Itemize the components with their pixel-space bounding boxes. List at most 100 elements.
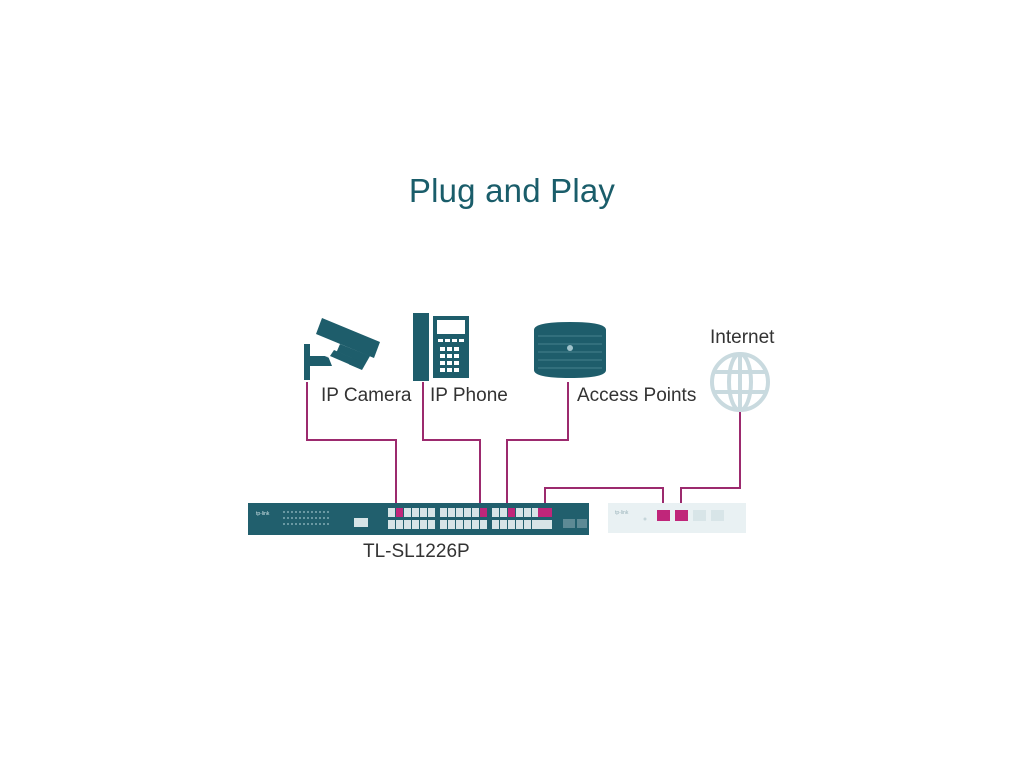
switch-port	[508, 508, 515, 517]
switch-brand-logo: tp-link	[256, 511, 270, 517]
router-port	[657, 510, 670, 521]
switch-port	[428, 508, 435, 517]
switch-port	[516, 520, 523, 529]
switch-device: tp-link	[248, 503, 589, 535]
switch-port	[388, 520, 395, 529]
switch-led	[307, 511, 309, 513]
switch-led	[323, 517, 325, 519]
switch-port	[538, 520, 552, 529]
switch-model-label: TL-SL1226P	[363, 541, 470, 562]
switch-led	[315, 511, 317, 513]
switch-led	[283, 511, 285, 513]
switch-port	[472, 520, 479, 529]
switch-port	[500, 520, 507, 529]
ip-camera-icon	[304, 318, 380, 380]
switch-led	[303, 517, 305, 519]
switch-port	[480, 508, 487, 517]
ip-camera-label: IP Camera	[321, 385, 412, 406]
switch-led	[319, 517, 321, 519]
switch-sfp-port	[563, 519, 575, 528]
switch-led	[295, 517, 297, 519]
switch-port	[456, 508, 463, 517]
switch-port	[516, 508, 523, 517]
switch-led	[311, 511, 313, 513]
switch-port	[396, 508, 403, 517]
switch-port	[472, 508, 479, 517]
switch-port	[464, 520, 471, 529]
switch-ports	[388, 508, 552, 529]
switch-led	[323, 523, 325, 525]
switch-led	[327, 517, 329, 519]
switch-led	[327, 511, 329, 513]
switch-port	[440, 508, 447, 517]
switch-port	[448, 520, 455, 529]
switch-console-port	[354, 518, 368, 527]
switch-led	[299, 523, 301, 525]
switch-led	[311, 517, 313, 519]
globe-icon	[710, 352, 770, 412]
switch-port	[388, 508, 395, 517]
switch-led	[295, 523, 297, 525]
cable-internet	[680, 412, 741, 508]
switch-led	[319, 511, 321, 513]
switch-port	[420, 520, 427, 529]
switch-port	[538, 508, 552, 517]
switch-port	[440, 520, 447, 529]
switch-port	[404, 520, 411, 529]
switch-led	[303, 511, 305, 513]
switch-led	[307, 523, 309, 525]
switch-port	[404, 508, 411, 517]
switch-led	[307, 517, 309, 519]
switch-port	[396, 520, 403, 529]
switch-led	[299, 511, 301, 513]
router-port	[693, 510, 706, 521]
router-port	[675, 510, 688, 521]
switch-port	[492, 520, 499, 529]
switch-led	[323, 511, 325, 513]
switch-port	[532, 520, 539, 529]
switch-port	[524, 520, 531, 529]
switch-port	[492, 508, 499, 517]
internet-label: Internet	[710, 327, 775, 348]
switch-port	[428, 520, 435, 529]
page-title: Plug and Play	[408, 172, 616, 209]
switch-port	[456, 520, 463, 529]
switch-led	[287, 511, 289, 513]
cables	[306, 382, 741, 508]
access-point-icon	[534, 322, 606, 378]
switch-led	[283, 523, 285, 525]
cable-camera	[306, 382, 397, 508]
router-port	[711, 510, 724, 521]
switch-led	[291, 523, 293, 525]
router-device: tp-link	[608, 503, 746, 533]
switch-leds	[283, 511, 329, 525]
switch-led	[327, 523, 329, 525]
ip-phone-label: IP Phone	[430, 385, 508, 406]
access-points-label: Access Points	[577, 385, 697, 406]
cable-phone	[422, 382, 481, 508]
switch-led	[283, 517, 285, 519]
switch-port	[500, 508, 507, 517]
ip-phone-icon	[413, 313, 469, 381]
switch-port	[448, 508, 455, 517]
switch-led	[299, 517, 301, 519]
switch-led	[315, 517, 317, 519]
switch-led	[319, 523, 321, 525]
switch-port	[532, 508, 539, 517]
switch-port	[480, 520, 487, 529]
switch-port	[464, 508, 471, 517]
switch-port	[508, 520, 515, 529]
cable-ap	[506, 382, 569, 508]
switch-led	[303, 523, 305, 525]
switch-led	[287, 523, 289, 525]
switch-led	[291, 517, 293, 519]
switch-led	[287, 517, 289, 519]
switch-led	[311, 523, 313, 525]
switch-port	[412, 508, 419, 517]
switch-port	[524, 508, 531, 517]
switch-led	[291, 511, 293, 513]
switch-port	[412, 520, 419, 529]
switch-port	[420, 508, 427, 517]
router-brand-logo: tp-link	[615, 510, 629, 516]
